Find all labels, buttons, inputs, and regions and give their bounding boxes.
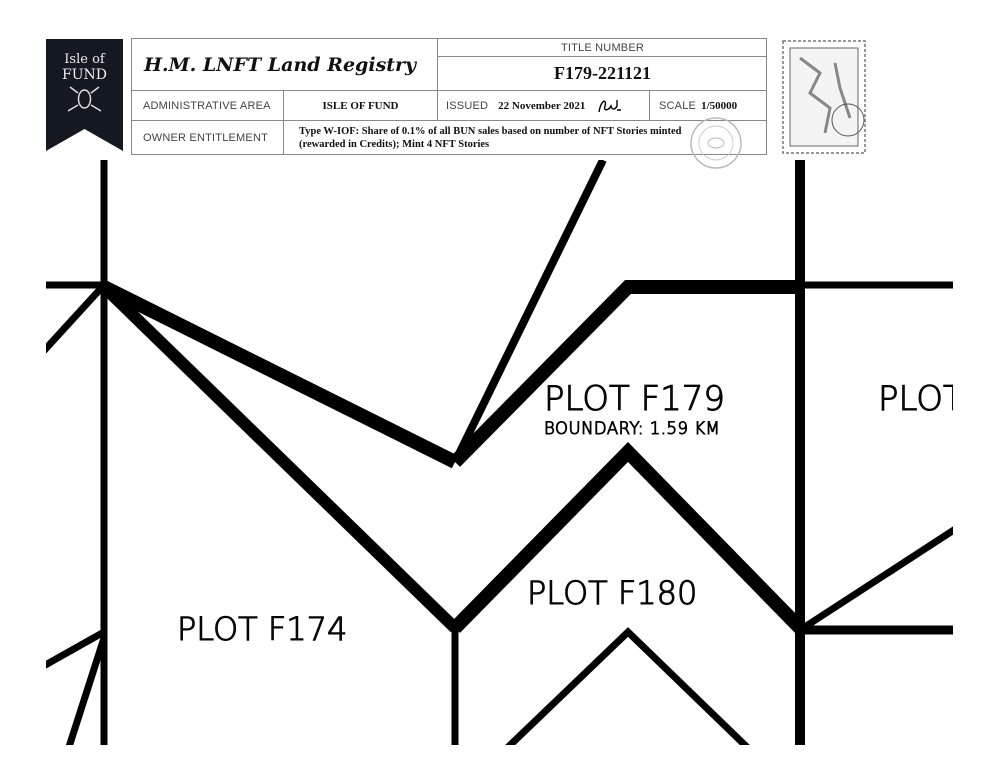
admin-area: ISLE OF FUND (322, 99, 399, 112)
plot-label-partial: PLOT (878, 379, 964, 419)
registry-title: H.M. LNFT Land Registry (144, 53, 417, 76)
signature-icon (598, 99, 622, 112)
boundary-line (505, 627, 750, 745)
seal-stamp-icon (690, 117, 742, 169)
issued-date: 22 November 2021 (498, 99, 586, 112)
frog-icon (67, 86, 102, 112)
plot-f179-boundary (450, 280, 800, 467)
issued-label: ISSUED (446, 99, 489, 112)
title-number: F179-221121 (554, 63, 651, 83)
plot-f179-boundary (450, 441, 806, 633)
admin-area-label: ADMINISTRATIVE AREA (143, 99, 271, 112)
owner-entitlement-label: OWNER ENTITLEMENT (143, 132, 269, 144)
boundary-line (65, 636, 108, 745)
boundary-line (451, 160, 607, 464)
title-number-label: TITLE NUMBER (560, 41, 645, 54)
scale-label: SCALE (659, 99, 697, 112)
boundary-line (100, 280, 459, 469)
boundary-line (46, 628, 106, 669)
owner-entitlement: Type W-IOF: Share of 0.1% of all BUN sal… (299, 126, 682, 150)
scale-value: 1/50000 (701, 99, 738, 112)
boundary-line (46, 282, 107, 354)
boundary-line (798, 526, 953, 633)
postage-stamp-icon (780, 38, 868, 156)
logo-text: Isle of (64, 52, 106, 67)
plot-label-f180: PLOT F180 (527, 574, 697, 612)
plot-label-f174: PLOT F174 (177, 610, 347, 648)
boundary-line (99, 282, 460, 633)
plot-boundary-f179: BOUNDARY: 1.59 KM (544, 419, 720, 438)
plot-label-f179: PLOT F179 (544, 379, 725, 419)
isle-of-fund-logo: Isle of FUND (46, 39, 123, 151)
logo-text: FUND (62, 67, 107, 83)
registry-header: H.M. LNFT Land Registry TITLE NUMBER F17… (131, 38, 767, 169)
